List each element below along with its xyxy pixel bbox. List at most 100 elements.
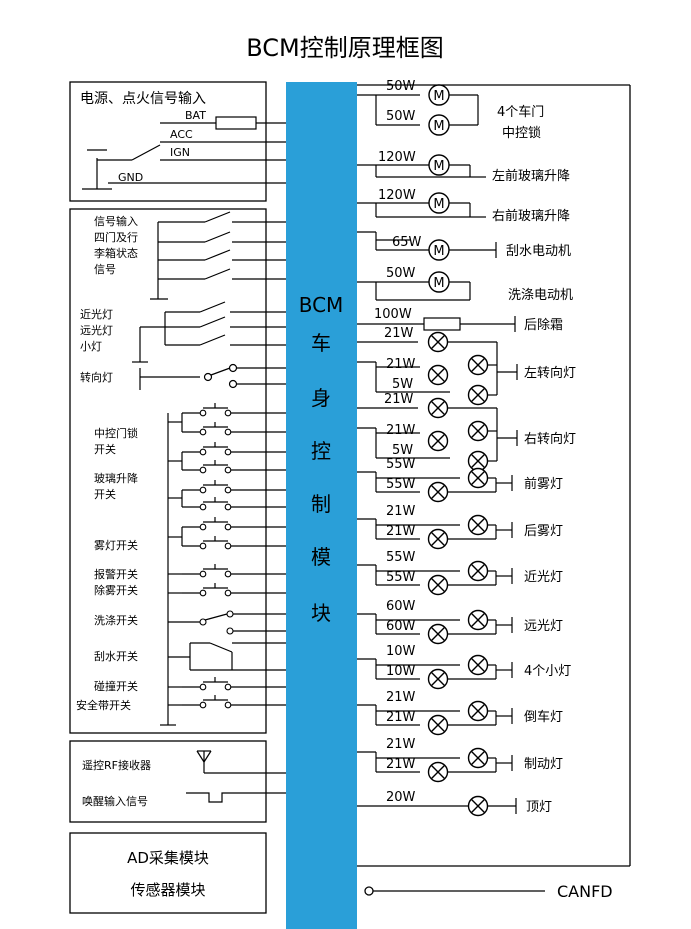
contact-point — [199, 589, 207, 597]
window-switch-label: 玻璃升降 — [94, 471, 138, 485]
light-switch-label: 远光灯 — [80, 323, 113, 337]
wattage-label: 21W — [386, 357, 416, 372]
contact-point — [224, 466, 232, 474]
wash-switch-label: 洗涤开关 — [94, 613, 138, 627]
switch-wiring — [132, 211, 286, 794]
load-label: 前雾灯 — [524, 476, 563, 492]
wake-pulse-icon — [186, 792, 242, 803]
lamp-icon — [467, 609, 489, 631]
load-label: 远光灯 — [524, 619, 563, 634]
heater-resistor — [423, 317, 461, 331]
load-label: 中控锁 — [502, 125, 541, 141]
signal-input-label: 信号输入 — [94, 214, 138, 228]
contact-point — [226, 627, 234, 635]
signal-switch-blade — [204, 211, 231, 223]
lamp-icon — [467, 700, 489, 722]
signal-input-label: 四门及行 — [94, 230, 138, 244]
contact-point — [203, 372, 213, 382]
load-label: 顶灯 — [526, 800, 552, 815]
window-switch-label: 开关 — [94, 487, 116, 501]
motor-symbol: M — [433, 197, 444, 212]
contact-point — [224, 503, 232, 511]
lamp-icon — [467, 795, 489, 817]
load-label: 洗涤电动机 — [508, 288, 573, 303]
contact-point — [199, 409, 207, 417]
rf-block: 遥控RF接收器 唤醒输入信号 — [69, 740, 267, 823]
rf-receiver-label: 遥控RF接收器 — [82, 758, 151, 772]
module-label-bcm: BCM — [299, 293, 344, 317]
wattage-label: 5W — [392, 443, 413, 458]
wattage-label: 21W — [384, 392, 414, 407]
wattage-label: 60W — [386, 619, 416, 634]
module-label-char: 制 — [311, 492, 331, 516]
contact-point — [228, 363, 238, 373]
module-label-char: 身 — [311, 386, 331, 410]
ad-block: AD采集模块 传感器模块 — [69, 832, 267, 914]
wattage-label: 21W — [386, 423, 416, 438]
contact-point — [199, 428, 207, 436]
wiper-switch-label: 刮水开关 — [94, 649, 138, 663]
wattage-label: 21W — [386, 504, 416, 519]
contact-point — [224, 570, 232, 578]
contact-point — [199, 542, 207, 550]
bat-label: BAT — [185, 109, 206, 122]
module-label-char: 控 — [311, 439, 331, 463]
wattage-label: 21W — [386, 690, 416, 705]
contact-point — [199, 570, 207, 578]
contact-point — [199, 486, 207, 494]
wattage-label: 120W — [378, 188, 416, 203]
wattage-label: 100W — [374, 307, 412, 322]
signal-input-label: 信号 — [94, 263, 116, 276]
light-switch-label: 小灯 — [80, 340, 102, 353]
motor-symbol: M — [433, 244, 444, 259]
contact-point — [199, 523, 207, 531]
signal-input-label: 李箱状态 — [94, 246, 138, 260]
wattage-label: 21W — [386, 737, 416, 752]
lamp-icon — [427, 481, 449, 503]
light-switch-label: 近光灯 — [80, 307, 113, 321]
wattage-label: 55W — [386, 550, 416, 565]
lamp-icon — [467, 420, 489, 442]
load-label: 右转向灯 — [524, 431, 576, 447]
wattage-label: 21W — [386, 710, 416, 725]
light-switch-blade — [199, 334, 226, 346]
lamp-icon — [427, 623, 449, 645]
wattage-label: 65W — [392, 235, 422, 250]
belt-switch-label: 安全带开关 — [76, 698, 131, 712]
wattage-label: 55W — [386, 570, 416, 585]
motor-symbol: M — [433, 159, 444, 174]
wattage-label: 50W — [386, 79, 416, 94]
motor-symbol: M — [433, 89, 444, 104]
gnd-label: GND — [118, 171, 143, 184]
light-switch-blade — [199, 301, 226, 313]
power-input-block: 电源、点火信号输入 BAT ACC IGN GND — [69, 81, 286, 202]
lamp-icon — [467, 354, 489, 376]
contact-point — [199, 503, 207, 511]
wattage-label: 20W — [386, 790, 416, 805]
bat-fuse — [215, 116, 257, 130]
contact-point — [224, 448, 232, 456]
load-label: 刮水电动机 — [506, 244, 571, 259]
contact-point — [199, 701, 207, 709]
central-lock-switch-label: 开关 — [94, 442, 116, 456]
contact-point — [224, 486, 232, 494]
lamp-icon — [427, 397, 449, 419]
sensor-module-label: 传感器模块 — [130, 881, 205, 899]
light-switch-blade — [199, 316, 226, 328]
wattage-label: 21W — [384, 326, 414, 341]
lamp-icon — [467, 450, 489, 472]
module-label-char: 车 — [311, 331, 331, 355]
ad-module-label: AD采集模块 — [127, 849, 209, 867]
acc-label: ACC — [170, 128, 193, 141]
contact-point — [224, 589, 232, 597]
lamp-icon — [467, 747, 489, 769]
contact-point — [224, 542, 232, 550]
load-label: 近光灯 — [524, 570, 563, 585]
load-label: 后雾灯 — [524, 524, 563, 539]
lamp-icon — [467, 384, 489, 406]
lamp-icon — [427, 668, 449, 690]
lamp-icon — [427, 331, 449, 353]
load-label: 制动灯 — [524, 757, 563, 772]
load-label: 左转向灯 — [524, 365, 576, 381]
